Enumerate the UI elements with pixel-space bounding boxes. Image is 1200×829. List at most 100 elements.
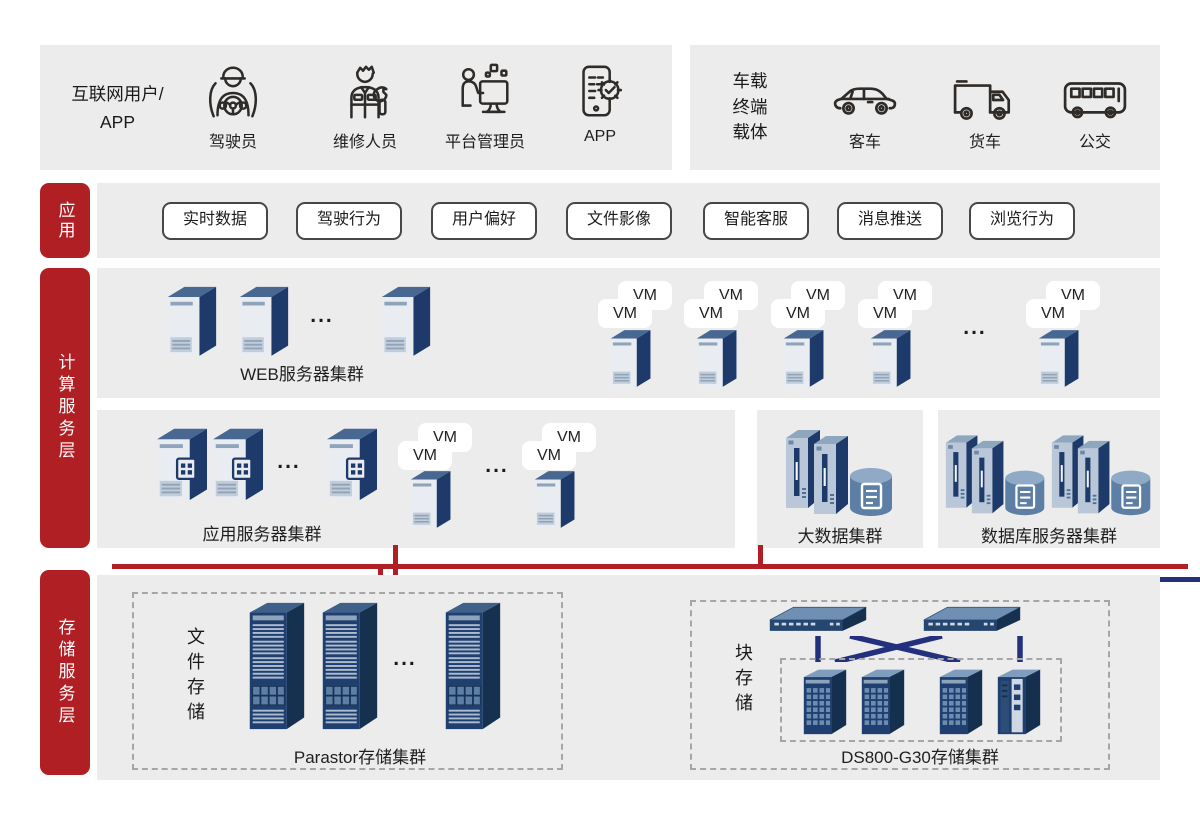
vm-badge: VM <box>771 299 825 328</box>
bigdata-cluster-icon <box>784 420 896 525</box>
storage-layer-tag: 存储服务层 <box>40 570 90 775</box>
user-item-label: APP <box>583 128 616 145</box>
vm-badge: VM <box>858 299 912 328</box>
maintenance-icon <box>334 57 396 123</box>
block-cluster-label: DS800-G30存储集群 <box>841 748 999 767</box>
app-pill-browse-behavior: 浏览行为 <box>969 202 1075 240</box>
server-icon <box>376 282 432 362</box>
vm-server-icon <box>406 467 452 534</box>
vm-host-group: VM VM <box>510 415 602 535</box>
vm-host-group: VM VM <box>586 276 678 396</box>
vm-host-group: VM VM <box>759 276 851 396</box>
ellipsis: ... <box>393 647 417 670</box>
user-item-app: APP <box>545 57 655 146</box>
user-item-label: 驾驶员 <box>208 134 257 151</box>
vm-host-group: VM VM <box>1014 276 1106 396</box>
ellipsis: ... <box>277 450 301 473</box>
db-cluster-icon <box>1050 426 1154 524</box>
ellipsis: ... <box>963 316 987 339</box>
bus-icon <box>1062 57 1128 123</box>
red-link-line <box>393 545 398 592</box>
app-server-panel: ... 应用服务器集群 VM VM ... VM VM <box>97 410 735 548</box>
vehicle-terminals-title: 车载 终端 载体 <box>718 45 782 170</box>
db-cluster-icon <box>944 426 1048 524</box>
internet-users-title-line1: 互联网用户/ <box>71 83 164 104</box>
vehicle-title-line: 载体 <box>732 122 768 143</box>
vm-host-group: VM VM <box>386 415 478 535</box>
app-layer-tag-label: 应用 <box>55 200 75 241</box>
vm-host-group: VM VM <box>846 276 938 396</box>
ds800-unit-icon <box>800 666 850 741</box>
app-pill-push-message: 消息推送 <box>837 202 943 240</box>
ellipsis: ... <box>485 454 509 477</box>
app-layer-panel: 实时数据 驾驶行为 用户偏好 文件影像 智能客服 消息推送 浏览行为 <box>97 183 1160 258</box>
vehicle-item-label: 公交 <box>1078 134 1111 151</box>
db-label: 数据库服务器集群 <box>981 527 1117 546</box>
user-item-label: 维修人员 <box>332 134 397 151</box>
red-bus-line <box>112 564 1188 569</box>
vm-server-icon <box>692 326 738 393</box>
ds800-unit-icon <box>858 666 908 741</box>
vehicle-terminals-panel: 车载 终端 载体 客车 货车 公交 <box>690 45 1160 170</box>
ellipsis: ... <box>310 304 334 327</box>
vm-server-icon <box>1034 326 1080 393</box>
server-icon <box>162 282 218 362</box>
app-pill-file-image: 文件影像 <box>566 202 672 240</box>
file-storage-label: 文件存储 <box>185 627 205 727</box>
file-storage-box <box>132 592 563 770</box>
app-pill-smart-service: 智能客服 <box>703 202 809 240</box>
truck-icon <box>952 57 1018 123</box>
vm-badge: VM <box>522 441 576 470</box>
vehicle-item-label: 货车 <box>968 134 1001 151</box>
app-layer-tag: 应用 <box>40 183 90 258</box>
bigdata-label: 大数据集群 <box>797 527 883 546</box>
user-item-driver: 驾驶员 <box>178 57 288 152</box>
server-icon <box>234 282 290 362</box>
ds800-controller-icon <box>994 666 1044 741</box>
vehicle-item-car: 客车 <box>810 57 920 152</box>
user-item-admin: 平台管理员 <box>430 57 540 152</box>
app-server-icon <box>207 422 265 508</box>
web-cluster-label: WEB服务器集群 <box>240 365 364 384</box>
storage-rack-icon <box>315 596 383 739</box>
storage-rack-icon <box>242 596 310 739</box>
vehicle-item-label: 客车 <box>848 134 881 151</box>
vehicle-title-line: 车载 <box>732 71 768 92</box>
app-pill-realtime-data: 实时数据 <box>162 202 268 240</box>
web-vm-panel: ... WEB服务器集群 VM VM VM VM VM VM VM VM <box>97 268 1160 398</box>
vm-server-icon <box>530 467 576 534</box>
app-server-icon <box>151 422 209 508</box>
app-pill-driving-behavior: 驾驶行为 <box>296 202 402 240</box>
app-server-icon <box>321 422 379 508</box>
vm-badge: VM <box>598 299 652 328</box>
user-item-maintenance: 维修人员 <box>310 57 420 152</box>
vm-badge: VM <box>398 441 452 470</box>
vehicle-item-bus: 公交 <box>1040 57 1150 152</box>
cross-connect-lines <box>815 636 1023 662</box>
db-panel: 数据库服务器集群 <box>938 410 1160 548</box>
vm-server-icon <box>866 326 912 393</box>
storage-rack-icon <box>438 596 506 739</box>
user-item-label: 平台管理员 <box>444 134 525 151</box>
app-icon <box>569 57 631 123</box>
ds800-unit-icon <box>936 666 986 741</box>
vm-badge: VM <box>684 299 738 328</box>
vm-host-group: VM VM <box>672 276 764 396</box>
driver-icon <box>202 57 264 123</box>
block-storage-label: 块存储 <box>733 643 753 718</box>
internet-users-title: 互联网用户/ APP <box>50 45 185 170</box>
compute-layer-tag: 计算服务层 <box>40 268 90 548</box>
app-cluster-label: 应用服务器集群 <box>202 525 322 544</box>
app-pill-user-preference: 用户偏好 <box>431 202 537 240</box>
block-storage-box <box>690 600 1110 770</box>
vehicle-item-truck: 货车 <box>930 57 1040 152</box>
vm-server-icon <box>779 326 825 393</box>
internet-users-title-line2: APP <box>99 111 136 132</box>
vm-server-icon <box>606 326 652 393</box>
red-link-line <box>758 545 763 566</box>
vehicle-title-line: 终端 <box>732 96 768 117</box>
car-icon <box>832 57 898 123</box>
ds800-inner-box <box>780 658 1062 742</box>
storage-layer-tag-label: 存储服务层 <box>55 617 75 728</box>
